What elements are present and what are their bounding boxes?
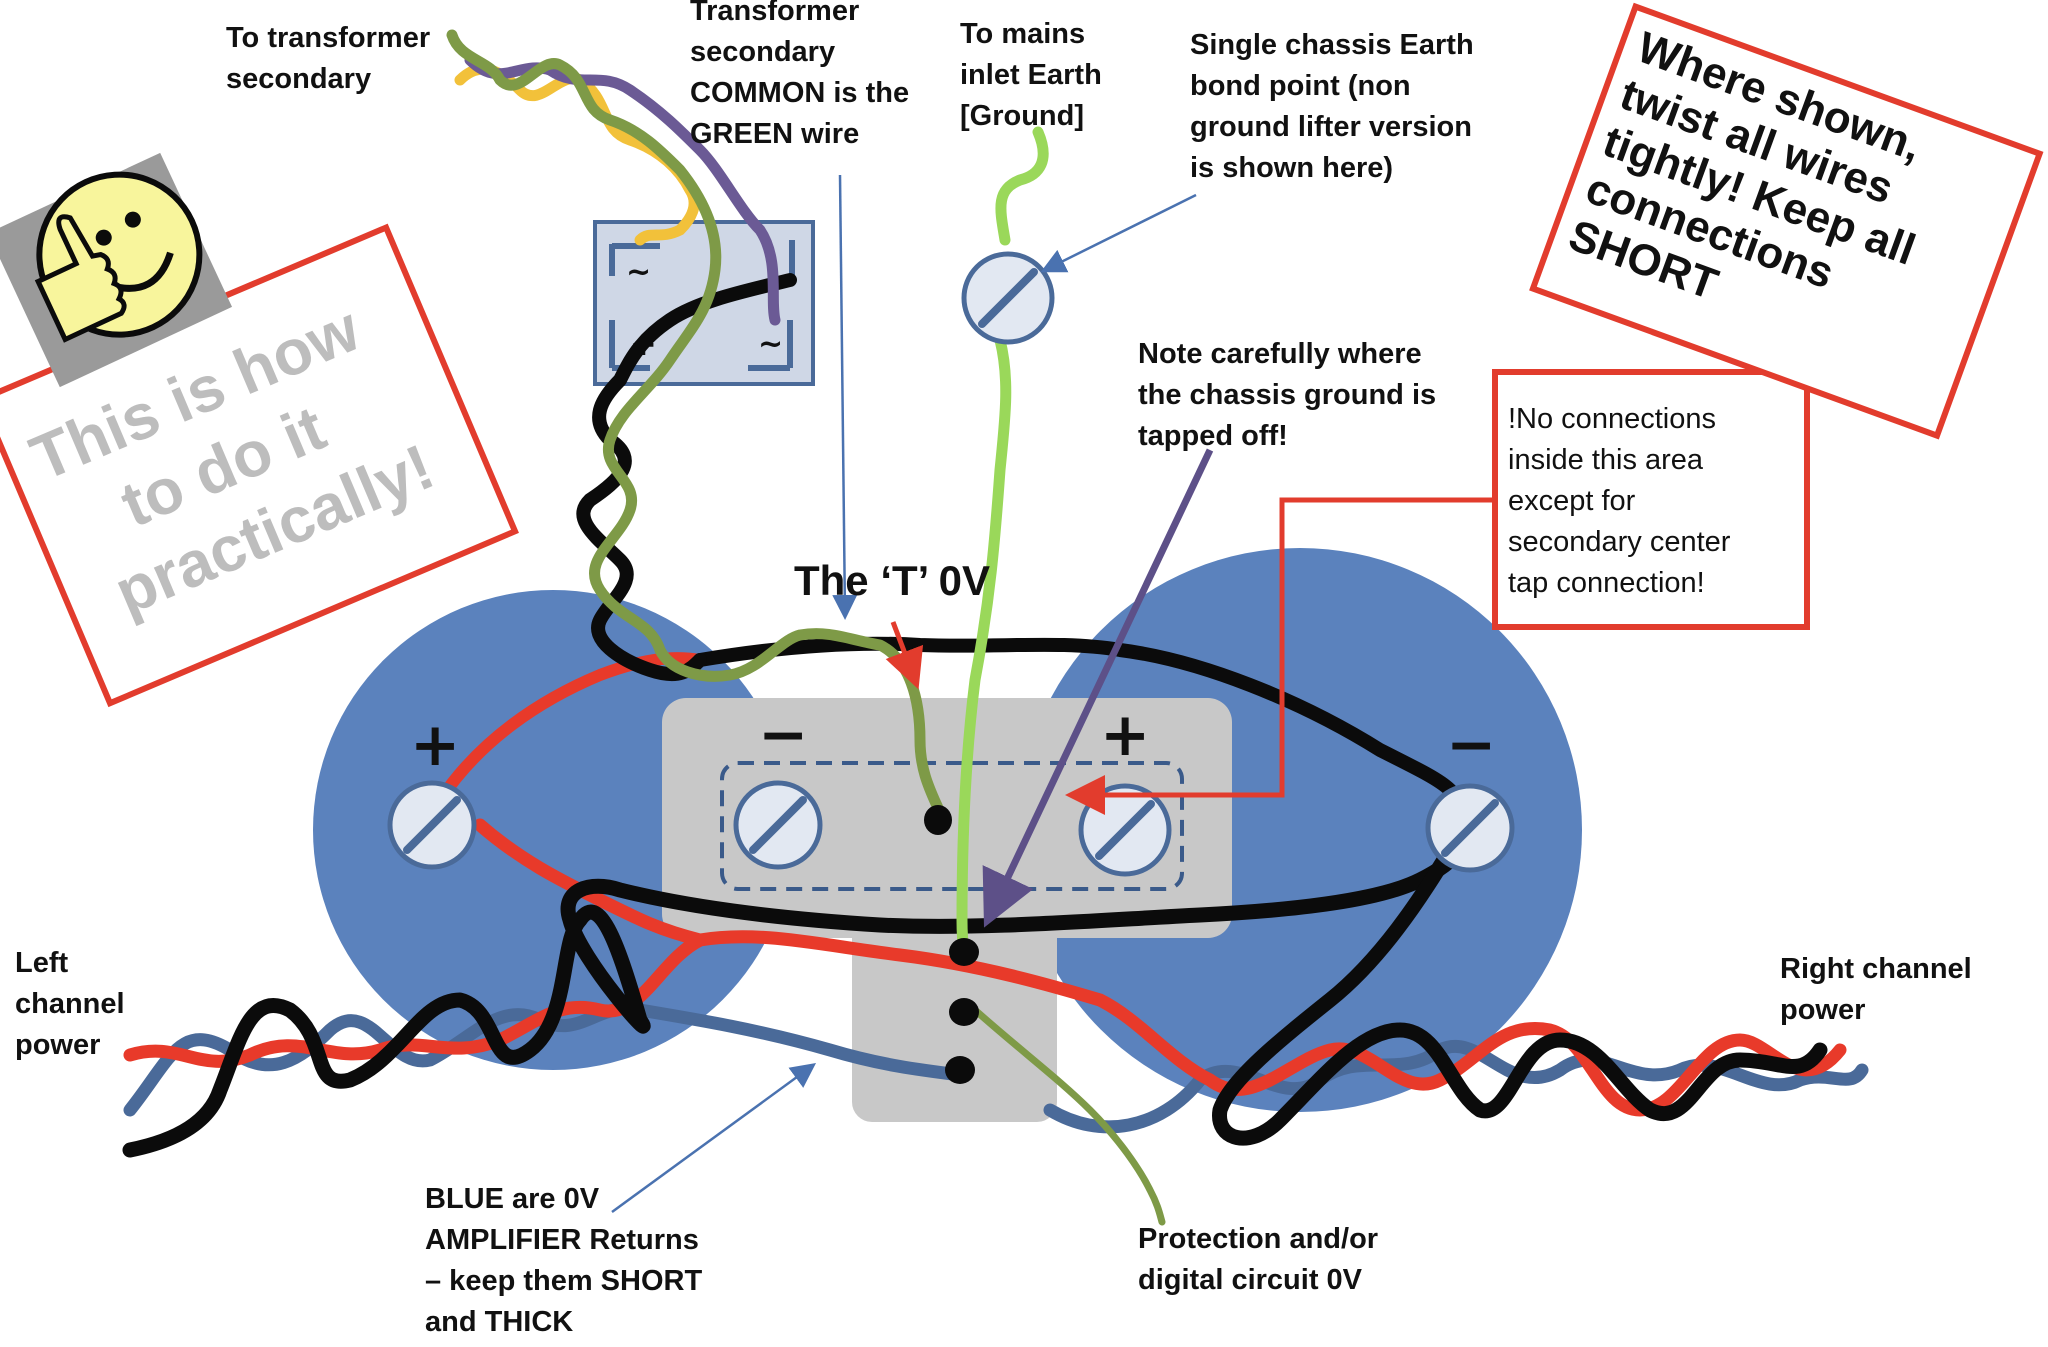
mains-earth-lightgreen-lower: [956, 334, 1012, 958]
blue-returns-pointer: [611, 1063, 817, 1214]
rectifier-ac-symbol-right: ~: [758, 327, 783, 362]
label-no-conn-1: !No connections: [1508, 403, 1716, 435]
no-connection-zone: [720, 761, 1184, 891]
transformer-green-common-wire: [446, 29, 944, 814]
label-no-conn-5: tap connection!: [1508, 567, 1705, 599]
left-cap-plus-mark: +: [410, 710, 460, 780]
label-mains-earth-1: To mains: [960, 18, 1085, 50]
label-common-3: COMMON is the: [690, 77, 909, 109]
right-cap-minus-mark: −: [1446, 710, 1496, 780]
chassis-ground-dot: [949, 938, 979, 966]
label-no-conn-3: except for: [1508, 485, 1636, 517]
label-right-power-1: Right channel: [1780, 953, 1972, 985]
common-wire-pointer: [832, 174, 858, 620]
thumbs-up-smiley-icon: [0, 152, 233, 388]
label-left-power-1: Left: [15, 947, 69, 979]
right-black-wire: [1212, 842, 1828, 1146]
protection-0v-wire: [971, 1006, 1166, 1226]
no-connection-pointer: [1065, 497, 1495, 815]
label-common-1: Transformer: [690, 0, 859, 27]
label-common-2: secondary: [690, 36, 835, 68]
no-connections-callout-box: [1492, 369, 1810, 630]
label-no-conn-4: secondary center: [1508, 526, 1731, 558]
label-note-ground-2: the chassis ground is: [1138, 379, 1436, 411]
plate-minus-mark: −: [758, 700, 808, 770]
label-protection-2: digital circuit 0V: [1138, 1264, 1363, 1296]
label-left-power-2: channel: [15, 988, 125, 1020]
label-mains-earth-2: inlet Earth: [960, 59, 1102, 91]
plate-plus-terminal-icon: [1078, 783, 1172, 877]
twist-wires-callout: Where shown, twist all wires tightly! Ke…: [1529, 2, 2044, 440]
rectifier-ac-symbol-left: ~: [626, 255, 651, 290]
label-bond-point-4: is shown here): [1190, 152, 1393, 184]
label-bond-point-1: Single chassis Earth: [1190, 29, 1474, 61]
label-mains-earth-3: [Ground]: [960, 100, 1084, 132]
rectifier-black-wire: [576, 273, 797, 682]
label-right-power-2: power: [1780, 994, 1865, 1026]
amplifier-0v-dot: [945, 1056, 975, 1084]
label-blue-returns-2: AMPLIFIER Returns: [425, 1224, 699, 1256]
t-0v-tap-dot: [924, 805, 952, 835]
left-cap-red-link: [473, 818, 707, 947]
label-blue-returns-4: and THICK: [425, 1306, 573, 1338]
right-capacitor: [1018, 548, 1582, 1112]
chassis-ground-pointer: [982, 448, 1214, 928]
left-cap-plus-terminal-icon: [387, 780, 477, 870]
label-t-0v: The ‘T’ 0V: [794, 557, 990, 604]
protection-0v-dot: [949, 998, 979, 1026]
left-red-supply-wire: [123, 930, 1847, 1117]
label-protection-1: Protection and/or: [1138, 1223, 1378, 1255]
label-blue-returns-3: – keep them SHORT: [425, 1265, 702, 1297]
transformer-yellow-wire: [454, 63, 700, 246]
label-no-conn-2: inside this area: [1508, 444, 1704, 476]
label-note-ground-1: Note carefully where: [1138, 338, 1422, 370]
plate-plus-mark: +: [1100, 700, 1150, 770]
t-0v-pointer: [885, 621, 924, 690]
label-bond-point-2: bond point (non: [1190, 70, 1411, 102]
label-common-4: GREEN wire: [690, 118, 859, 150]
label-to-transformer-2: secondary: [226, 63, 371, 95]
bond-point-pointer: [1040, 193, 1197, 273]
plate-minus-terminal-icon: [733, 780, 823, 870]
label-bond-point-3: ground lifter version: [1190, 111, 1472, 143]
chassis-earth-bond-terminal-icon: [961, 251, 1055, 345]
mains-earth-lightgreen-upper: [995, 126, 1049, 246]
label-left-power-3: power: [15, 1029, 100, 1061]
label-note-ground-3: tapped off!: [1138, 420, 1288, 452]
left-black-wire: [122, 822, 1472, 1158]
label-blue-returns-1: BLUE are 0V: [425, 1183, 600, 1215]
label-to-transformer-1: To transformer: [226, 22, 430, 54]
right-cap-minus-terminal-icon: [1425, 783, 1515, 873]
